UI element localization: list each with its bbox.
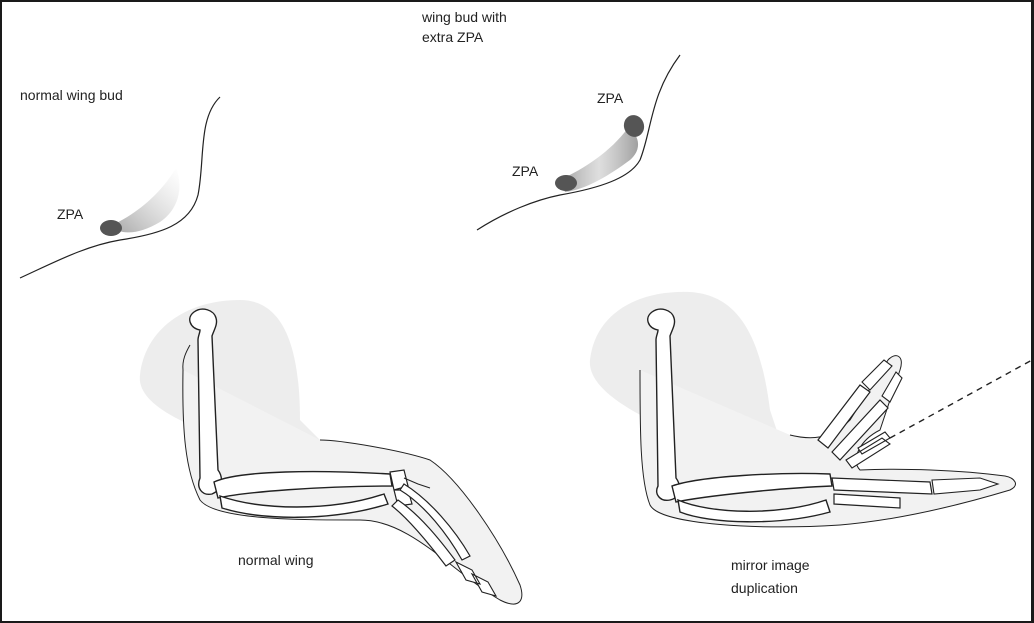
mirror-caption-line2: duplication (731, 580, 798, 596)
normal-wing-caption: normal wing (238, 552, 313, 568)
zpa-label: ZPA (57, 206, 84, 222)
extra-zpa-wing-bud (477, 55, 680, 230)
zpa-label-top: ZPA (597, 90, 624, 106)
normal-wing (140, 300, 522, 604)
mirror-duplication-wing (590, 292, 1032, 527)
normal-wing-bud (20, 97, 220, 278)
extra-bud-title-line1: wing bud with (421, 9, 507, 25)
zpa-spot-bottom (555, 175, 577, 191)
bud-signal-gradient (110, 168, 179, 232)
zpa-spot (100, 220, 122, 236)
bud-outline (20, 97, 220, 278)
mirror-plane-line (890, 360, 1032, 438)
mirror-caption-line1: mirror image (731, 557, 810, 573)
zpa-label-bottom: ZPA (512, 163, 539, 179)
bud-outline (477, 55, 680, 230)
normal-bud-title: normal wing bud (20, 87, 123, 103)
extra-bud-title-line2: extra ZPA (422, 29, 484, 45)
